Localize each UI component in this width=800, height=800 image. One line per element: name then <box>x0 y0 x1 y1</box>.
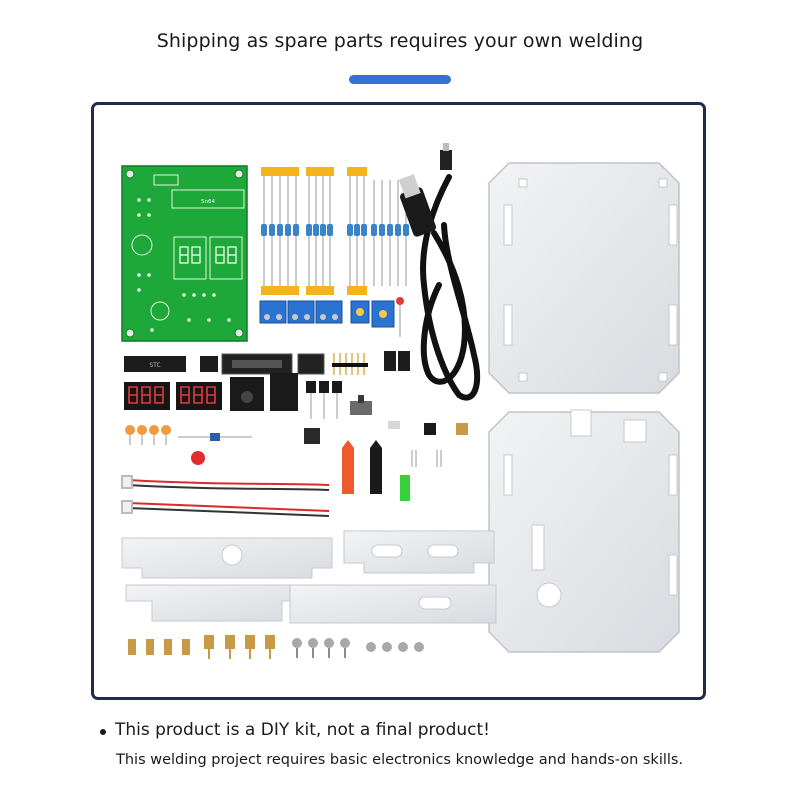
notice-sub-text: This welding project requires basic elec… <box>116 752 684 768</box>
usb-plug-icon <box>398 174 437 237</box>
notice-main-row: This product is a DIY kit, not a final p… <box>100 720 490 740</box>
product-image-frame: Sn64 <box>91 102 706 700</box>
jumper-wires <box>121 475 330 517</box>
power-jack-and-switch <box>230 373 372 419</box>
ic-chip-label: STC <box>149 362 160 369</box>
seven-segment-display <box>124 382 222 410</box>
page-title: Shipping as spare parts requires your ow… <box>156 30 644 52</box>
ceramic-capacitors <box>125 421 468 465</box>
alligator-clip-leads <box>342 440 442 501</box>
bullet-dot-icon <box>100 729 106 735</box>
terminal-blocks <box>259 297 404 337</box>
acrylic-side-pieces <box>121 530 497 624</box>
usb-cable <box>420 143 481 401</box>
notice-main-text: This product is a DIY kit, not a final p… <box>115 720 490 740</box>
acrylic-bottom-plate <box>488 409 680 653</box>
pcb-silkscreen-label: Sn64 <box>201 199 215 205</box>
pcb-board: Sn64 <box>121 165 248 342</box>
acrylic-top-plate <box>488 162 680 394</box>
diy-kit-components-illustration: Sn64 <box>121 143 680 659</box>
brass-standoffs-and-screws <box>128 635 424 659</box>
resistor-strip <box>261 167 409 295</box>
title-accent-bar <box>349 75 451 84</box>
ic-chip-and-sockets: STC <box>124 351 410 375</box>
